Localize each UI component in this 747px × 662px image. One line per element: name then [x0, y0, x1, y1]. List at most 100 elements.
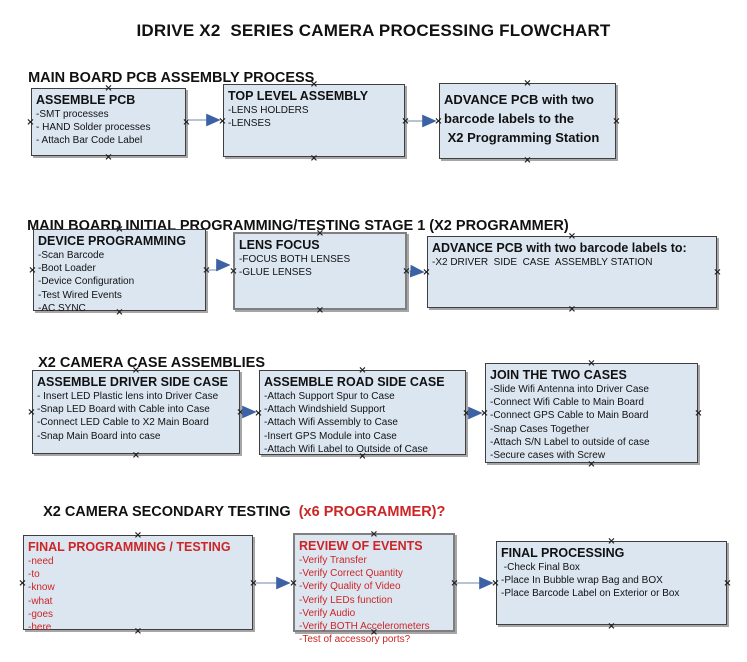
box-item: -goes [28, 608, 54, 620]
connection-handle-icon[interactable]: × [567, 231, 577, 242]
box-item: -Snap LED Board with Cable into Case [37, 404, 210, 416]
box-item: -Verify Quality of Video [299, 581, 401, 593]
connection-handle-icon[interactable]: × [434, 116, 443, 127]
box-item: -Insert GPS Module into Case [264, 430, 397, 442]
box-item: -Verify Transfer [299, 555, 367, 566]
box-item-list: -Attach Support Spur to Case-Attach Wind… [264, 390, 462, 456]
box-item-list: -X2 DRIVER SIDE CASE ASSEMBLY STATION [432, 256, 713, 269]
section-heading-case-assemblies: X2 CAMERA CASE ASSEMBLIES [30, 339, 265, 371]
flowchart-box-advance-pcb-driver-side[interactable]: ADVANCE PCB with two barcode labels to: … [422, 231, 721, 315]
connection-handle-icon[interactable]: × [315, 228, 325, 239]
flowchart-box-review-of-events[interactable]: REVIEW OF EVENTS -Verify Transfer-Verify… [289, 529, 458, 645]
box-item: -need [28, 556, 54, 567]
box-item: -Attach S/N Label to outside of case [490, 436, 650, 448]
connection-handle-icon[interactable]: × [523, 78, 532, 89]
connection-handle-icon[interactable]: × [289, 577, 298, 589]
flowchart-box-assemble-pcb[interactable]: ASSEMBLE PCB -SMT processes- HAND Solder… [26, 83, 190, 163]
connection-handle-icon[interactable]: × [115, 307, 124, 318]
box-item: -Verify LEDs function [299, 594, 393, 606]
connection-handle-icon[interactable]: × [131, 365, 141, 376]
connection-handle-icon[interactable]: × [26, 117, 35, 128]
connection-handle-icon[interactable]: × [131, 450, 141, 461]
connection-handle-icon[interactable]: × [133, 626, 143, 637]
connection-handle-icon[interactable]: × [182, 117, 191, 128]
box-item: -Test Wired Events [38, 289, 122, 301]
box-item-list: -FOCUS BOTH LENSES-GLUE LENSES [239, 253, 402, 279]
connector-arrow[interactable] [408, 264, 425, 278]
connection-handle-icon[interactable]: × [422, 267, 431, 278]
page-title: IDRIVE X2 SERIES CAMERA PROCESSING FLOWC… [136, 21, 611, 40]
box-title: LENS FOCUS [239, 238, 320, 252]
connection-handle-icon[interactable]: × [587, 358, 596, 369]
box-title: FINAL PROCESSING [501, 546, 625, 560]
connection-handle-icon[interactable]: × [236, 407, 245, 418]
connection-handle-icon[interactable]: × [104, 152, 113, 163]
connection-handle-icon[interactable]: × [358, 451, 367, 462]
connection-handle-icon[interactable]: × [462, 407, 471, 419]
connection-handle-icon[interactable]: × [229, 266, 238, 277]
connection-handle-icon[interactable]: × [369, 627, 379, 638]
connection-handle-icon[interactable]: × [309, 153, 319, 164]
connection-handle-icon[interactable]: × [249, 577, 258, 589]
connection-handle-icon[interactable]: × [28, 265, 37, 276]
connection-handle-icon[interactable]: × [723, 578, 732, 589]
box-item: - Attach Bar Code Label [36, 135, 143, 147]
box-item: -SMT processes [36, 109, 109, 120]
connection-handle-icon[interactable]: × [713, 267, 722, 278]
box-item: -Attach Wifi Label to Outside of Case [264, 443, 428, 455]
box-item: -Secure cases with Screw [490, 450, 606, 462]
connection-handle-icon[interactable]: × [694, 408, 703, 419]
box-item: - HAND Solder processes [36, 122, 151, 134]
box-title: TOP LEVEL ASSEMBLY [228, 89, 369, 103]
flowchart-box-assemble-driver-side-case[interactable]: ASSEMBLE DRIVER SIDE CASE - Insert LED P… [27, 365, 244, 461]
connection-handle-icon[interactable]: × [254, 407, 263, 419]
box-item: -Snap Main Board into case [37, 430, 161, 442]
connection-handle-icon[interactable]: × [567, 304, 577, 315]
flowchart-box-device-programming[interactable]: DEVICE PROGRAMMING -Scan Barcode-Boot Lo… [28, 224, 210, 318]
box-title: ASSEMBLE ROAD SIDE CASE [264, 375, 445, 389]
flowchart-box-join-the-two-cases[interactable]: JOIN THE TWO CASES -Slide Wifi Antenna i… [480, 358, 702, 470]
flowchart-box-advance-pcb-programming-station[interactable]: ADVANCE PCB with two barcode labels to t… [434, 78, 620, 166]
box-item: -Attach Support Spur to Case [264, 391, 395, 402]
connection-handle-icon[interactable]: × [450, 577, 459, 589]
box-item: -Boot Loader [38, 263, 96, 275]
connection-handle-icon[interactable]: × [369, 529, 379, 540]
connection-handle-icon[interactable]: × [523, 155, 532, 166]
connection-handle-icon[interactable]: × [315, 305, 325, 316]
connection-handle-icon[interactable]: × [133, 530, 143, 541]
box-item: -Scan Barcode [38, 250, 105, 261]
flowchart-box-final-programming-testing[interactable]: FINAL PROGRAMMING / TESTING -need-to-kno… [18, 530, 257, 637]
connection-handle-icon[interactable]: × [607, 621, 616, 632]
box-item: -Device Configuration [38, 276, 135, 288]
connection-handle-icon[interactable]: × [202, 265, 211, 276]
section-heading-text: X2 CAMERA CASE ASSEMBLIES [38, 355, 265, 371]
connection-handle-icon[interactable]: × [491, 578, 500, 589]
box-item-list: -LENS HOLDERS-LENSES [228, 104, 401, 130]
connection-handle-icon[interactable]: × [402, 266, 411, 277]
box-item: -Test of accessory ports? [299, 634, 411, 646]
connection-handle-icon[interactable]: × [480, 408, 489, 419]
section-heading-pcb-assembly: MAIN BOARD PCB ASSEMBLY PROCESS [20, 54, 314, 86]
connection-handle-icon[interactable]: × [607, 536, 616, 547]
box-item: -Snap Cases Together [490, 423, 590, 435]
flowchart-box-final-processing[interactable]: FINAL PROCESSING -Check Final Box-Place … [491, 536, 731, 632]
connection-handle-icon[interactable]: × [218, 115, 227, 127]
connection-handle-icon[interactable]: × [587, 459, 596, 470]
box-item: -Attach Wifi Assembly to Case [264, 417, 398, 429]
flowchart-box-lens-focus[interactable]: LENS FOCUS -FOCUS BOTH LENSES-GLUE LENSE… [229, 228, 410, 316]
connector-arrow[interactable] [208, 258, 231, 272]
flowchart-box-assemble-road-side-case[interactable]: ASSEMBLE ROAD SIDE CASE -Attach Support … [254, 365, 470, 462]
box-item: -GLUE LENSES [239, 267, 312, 279]
box-item: -know [28, 582, 55, 594]
connection-handle-icon[interactable]: × [612, 116, 621, 127]
flowchart-box-top-level-assembly[interactable]: TOP LEVEL ASSEMBLY -LENS HOLDERS-LENSES … [218, 79, 409, 164]
connection-handle-icon[interactable]: × [401, 115, 410, 127]
connection-handle-icon[interactable]: × [18, 577, 27, 589]
connection-handle-icon[interactable]: × [115, 224, 124, 235]
box-item-list: -SMT processes - HAND Solder processes- A… [36, 108, 182, 148]
connection-handle-icon[interactable]: × [27, 407, 36, 418]
connection-handle-icon[interactable]: × [309, 79, 319, 90]
connection-handle-icon[interactable]: × [104, 83, 113, 94]
connection-handle-icon[interactable]: × [358, 365, 367, 376]
box-title: FINAL PROGRAMMING / TESTING [28, 540, 231, 554]
